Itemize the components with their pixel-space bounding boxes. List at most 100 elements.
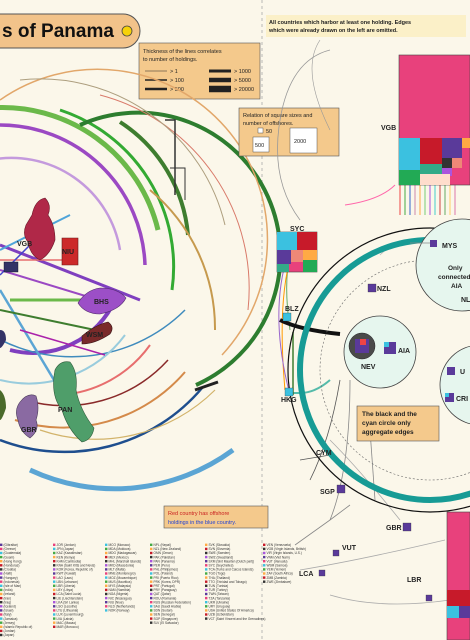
country-code-entry: NOR (Norway) — [109, 609, 130, 613]
country-code-entry: SYC (Seychelles) — [209, 564, 234, 568]
country-code-marker — [105, 564, 108, 567]
country-code-marker — [205, 568, 208, 571]
country-code-entry: KOR (Korea, Republic of) — [57, 568, 93, 572]
country-code-marker — [150, 568, 153, 571]
country-code-entry: MCO (Monaco) — [109, 543, 131, 547]
country-code-entry: NLD (Netherlands) — [109, 605, 136, 609]
country-code-entry: (Greece) — [4, 547, 17, 551]
country-code-marker — [150, 572, 153, 575]
country-code-marker — [53, 584, 56, 587]
country-code-entry: LKA (Sri Lanka) — [57, 600, 79, 604]
country-code-entry: QAT (Qatar) — [154, 592, 171, 596]
nzl-node — [367, 283, 377, 293]
country-code-marker — [205, 547, 208, 551]
country-code-marker — [53, 572, 56, 575]
country-code-list: (Gibraltar)(Greece)(Guatemala)(Guam)(Hon… — [0, 543, 306, 637]
bhs-shape — [77, 287, 127, 315]
country-code-entry: SVK (Slovakia) — [209, 543, 230, 547]
country-code-entry: MDA (Moldova) — [109, 547, 131, 551]
svg-text:NZL: NZL — [377, 286, 391, 293]
svg-text:cyan circle only: cyan circle only — [362, 420, 411, 427]
vgb-block — [398, 54, 470, 186]
svg-text:WSM: WSM — [86, 332, 103, 339]
country-code-marker — [0, 596, 3, 600]
country-code-entry: YEM (Yemen) — [267, 568, 287, 572]
vgb-shape — [24, 197, 56, 261]
country-code-marker — [105, 596, 108, 600]
country-code-entry: (Israel) — [4, 609, 14, 613]
country-code-marker — [0, 560, 3, 563]
country-code-marker — [53, 568, 56, 571]
country-code-entry: VCT (Saint Vincent and the Grenadines) — [209, 617, 266, 621]
title-dot-icon — [121, 25, 133, 37]
country-code-entry: MNE (Montenegro) — [109, 572, 136, 576]
left-panel: s of Panama Thickness of the lines corre… — [0, 13, 283, 529]
country-code-marker — [105, 588, 108, 592]
country-code-entry: PRT (Portugal) — [154, 584, 175, 588]
country-code-marker — [0, 584, 3, 587]
country-code-entry: SWE (Sweden) — [209, 551, 231, 555]
country-code-entry: SLV (El Salvador) — [154, 621, 179, 625]
country-code-entry: (India) — [4, 588, 13, 592]
country-code-marker — [150, 564, 153, 567]
country-code-entry: VNM (Viet Nam) — [267, 555, 290, 559]
country-code-marker — [205, 555, 208, 559]
country-code-marker — [53, 555, 56, 559]
country-code-marker — [0, 588, 3, 592]
lbr-node — [425, 594, 433, 602]
country-code-entry: (Honduras) — [4, 564, 20, 568]
red-country-note: Red country has offshore holdings in the… — [163, 505, 269, 529]
country-code-entry: LBN (Lebanon) — [57, 580, 79, 584]
country-code-entry: KHM (Cambodia) — [57, 559, 82, 563]
svg-text:SYC: SYC — [290, 226, 304, 233]
country-code-entry: NGA (Nigeria) — [109, 592, 129, 596]
country-code-marker — [150, 621, 153, 624]
svg-text:> 5000: > 5000 — [234, 78, 251, 84]
country-code-marker — [53, 601, 56, 604]
country-code-marker — [150, 551, 153, 555]
country-code-entry: SGP (Singapore) — [154, 617, 178, 621]
country-code-marker — [263, 572, 266, 575]
svg-text:aggregate edges: aggregate edges — [362, 429, 414, 436]
syc-node — [276, 231, 318, 273]
svg-text:number of offshores.: number of offshores. — [243, 121, 294, 127]
country-code-marker — [263, 576, 266, 579]
country-code-marker — [105, 551, 108, 555]
country-code-marker — [205, 564, 208, 567]
country-code-marker — [150, 617, 153, 620]
country-code-entry: MYS (Malaysia) — [109, 584, 132, 588]
country-code-marker — [53, 588, 56, 592]
country-code-entry: KWT (Kuwait) — [57, 572, 77, 576]
country-code-entry: MEX (Mexico) — [109, 555, 129, 559]
svg-text:NIU: NIU — [62, 249, 74, 256]
country-code-marker — [150, 601, 153, 604]
country-code-marker — [53, 625, 56, 628]
country-code-entry: (Guam) — [4, 555, 15, 559]
country-code-marker — [0, 555, 3, 559]
country-code-marker — [105, 584, 108, 587]
country-code-marker — [0, 605, 3, 608]
svg-text:CYM: CYM — [316, 450, 332, 457]
sgp-node — [336, 484, 346, 494]
country-code-marker — [150, 580, 153, 583]
lca-node — [318, 569, 326, 577]
country-code-marker — [0, 572, 3, 575]
country-code-entry: PER (Peru) — [154, 564, 170, 568]
country-code-entry: KNA (Saint Kitts and Nevis) — [57, 564, 96, 568]
country-code-entry: PAK (Pakistan) — [154, 555, 175, 559]
svg-text:Relation of square sizes and: Relation of square sizes and — [243, 113, 312, 119]
country-code-entry: (Jersey) — [4, 621, 16, 625]
country-code-entry: TUR (Turkey) — [209, 588, 228, 592]
country-code-entry: (Iceland) — [4, 605, 16, 609]
country-code-entry: LVA (Latvia) — [57, 617, 74, 621]
country-code-entry: NZL (New Zealand) — [154, 547, 182, 551]
country-code-entry: (Croatia) — [4, 568, 16, 572]
country-code-entry: PRK (Korea, DPR) — [154, 580, 181, 584]
country-code-marker — [205, 588, 208, 592]
country-code-entry: MUS (Mauritius) — [109, 580, 132, 584]
svg-text:> 20000: > 20000 — [234, 87, 254, 93]
svg-text:LBR: LBR — [407, 577, 421, 584]
left-countries — [0, 197, 127, 443]
square-legend: Relation of square sizes and number of o… — [238, 107, 340, 157]
country-code-marker — [53, 564, 56, 567]
